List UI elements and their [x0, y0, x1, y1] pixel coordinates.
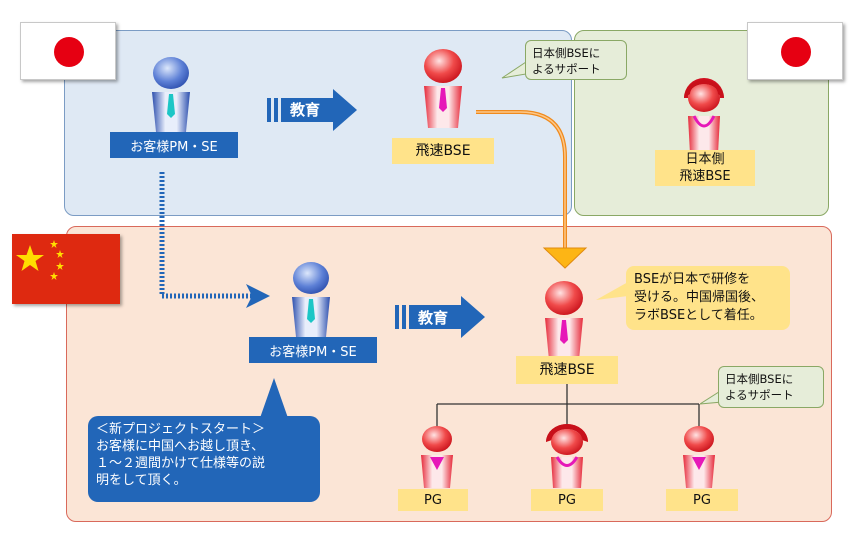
japan-flag-icon	[747, 22, 843, 80]
bse-label-japan: 飛速BSE	[392, 138, 494, 164]
china-flag-icon	[12, 234, 120, 304]
japan-support-callout: 日本側BSEに よるサポート	[525, 40, 627, 80]
pg-label: PG	[531, 489, 603, 511]
china-support-callout: 日本側BSEに よるサポート	[718, 366, 824, 408]
callout-tail	[260, 378, 288, 418]
client-label-china: お客様PM・SE	[249, 337, 377, 363]
client-person-icon	[152, 57, 190, 132]
education-arrow	[395, 296, 485, 338]
callout-tail	[596, 282, 628, 300]
client-label-japan: お客様PM・SE	[110, 132, 238, 158]
pg-person-icon	[421, 426, 453, 488]
japan-bse-label: 日本側 飛速BSE	[655, 150, 755, 186]
bse-person-icon	[424, 49, 462, 128]
education-label: 教育	[290, 101, 321, 119]
pg-label: PG	[666, 489, 738, 511]
pg-label: PG	[398, 489, 468, 511]
client-travel-path	[159, 172, 252, 299]
project-start-callout: ＜新プロジェクトスタート＞ お客様に中国へお越し頂き、 １～２週間かけて仕様等の…	[88, 416, 320, 502]
education-label: 教育	[418, 309, 449, 327]
japan-training-arrowhead	[542, 247, 588, 269]
client-travel-arrowhead	[246, 284, 270, 308]
client-person-icon	[292, 262, 330, 337]
bse-person-icon	[545, 281, 583, 360]
education-arrow	[267, 89, 357, 131]
pg-person-icon	[546, 424, 588, 488]
japan-flag-icon	[20, 22, 116, 80]
japan-bse-person-icon	[684, 78, 724, 154]
japan-training-path	[476, 110, 567, 248]
training-callout: BSEが日本で研修を 受ける。中国帰国後、 ラボBSEとして着任。	[626, 266, 790, 330]
bse-label-china: 飛速BSE	[516, 356, 618, 384]
japan-client-region	[64, 30, 572, 216]
pg-person-icon	[683, 426, 715, 488]
